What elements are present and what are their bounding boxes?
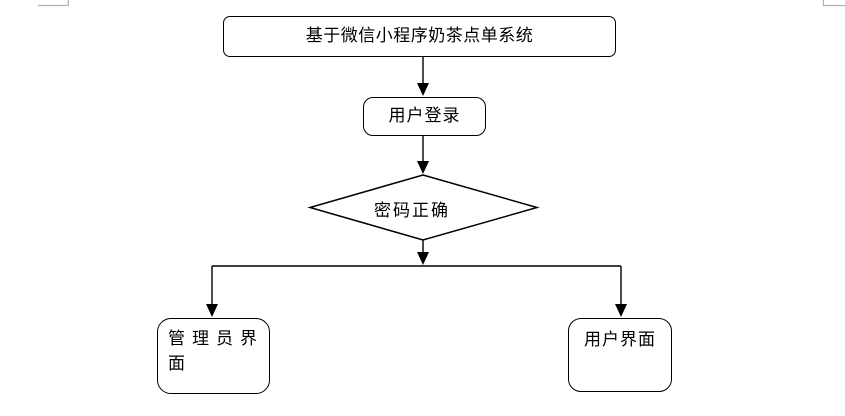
edge-decision-admin bbox=[206, 266, 218, 317]
node-user-ui-label: 用户界面 bbox=[584, 330, 656, 349]
edge-login-decision bbox=[417, 136, 429, 174]
page-margin-mark-left bbox=[38, 0, 70, 7]
edge-decision-user bbox=[615, 266, 627, 317]
page-margin-mark-right bbox=[822, 0, 845, 7]
edge-system-login bbox=[417, 57, 429, 96]
arrowhead bbox=[417, 252, 429, 265]
node-login: 用户登录 bbox=[363, 97, 486, 136]
node-user-ui: 用户界面 bbox=[568, 318, 672, 392]
node-admin-ui-label: 管理员界面 bbox=[168, 329, 264, 373]
node-login-label: 用户登录 bbox=[388, 106, 461, 126]
node-admin-ui: 管理员界面 bbox=[157, 318, 270, 394]
node-system: 基于微信小程序奶茶点单系统 bbox=[223, 16, 616, 57]
node-decision-label: 密码正确 bbox=[374, 201, 450, 220]
arrowhead bbox=[417, 161, 429, 174]
arrowhead bbox=[615, 304, 627, 317]
arrowhead bbox=[206, 304, 218, 317]
node-system-label: 基于微信小程序奶茶点单系统 bbox=[305, 26, 534, 46]
edge-decision-tee bbox=[212, 240, 621, 267]
arrowhead bbox=[417, 83, 429, 96]
